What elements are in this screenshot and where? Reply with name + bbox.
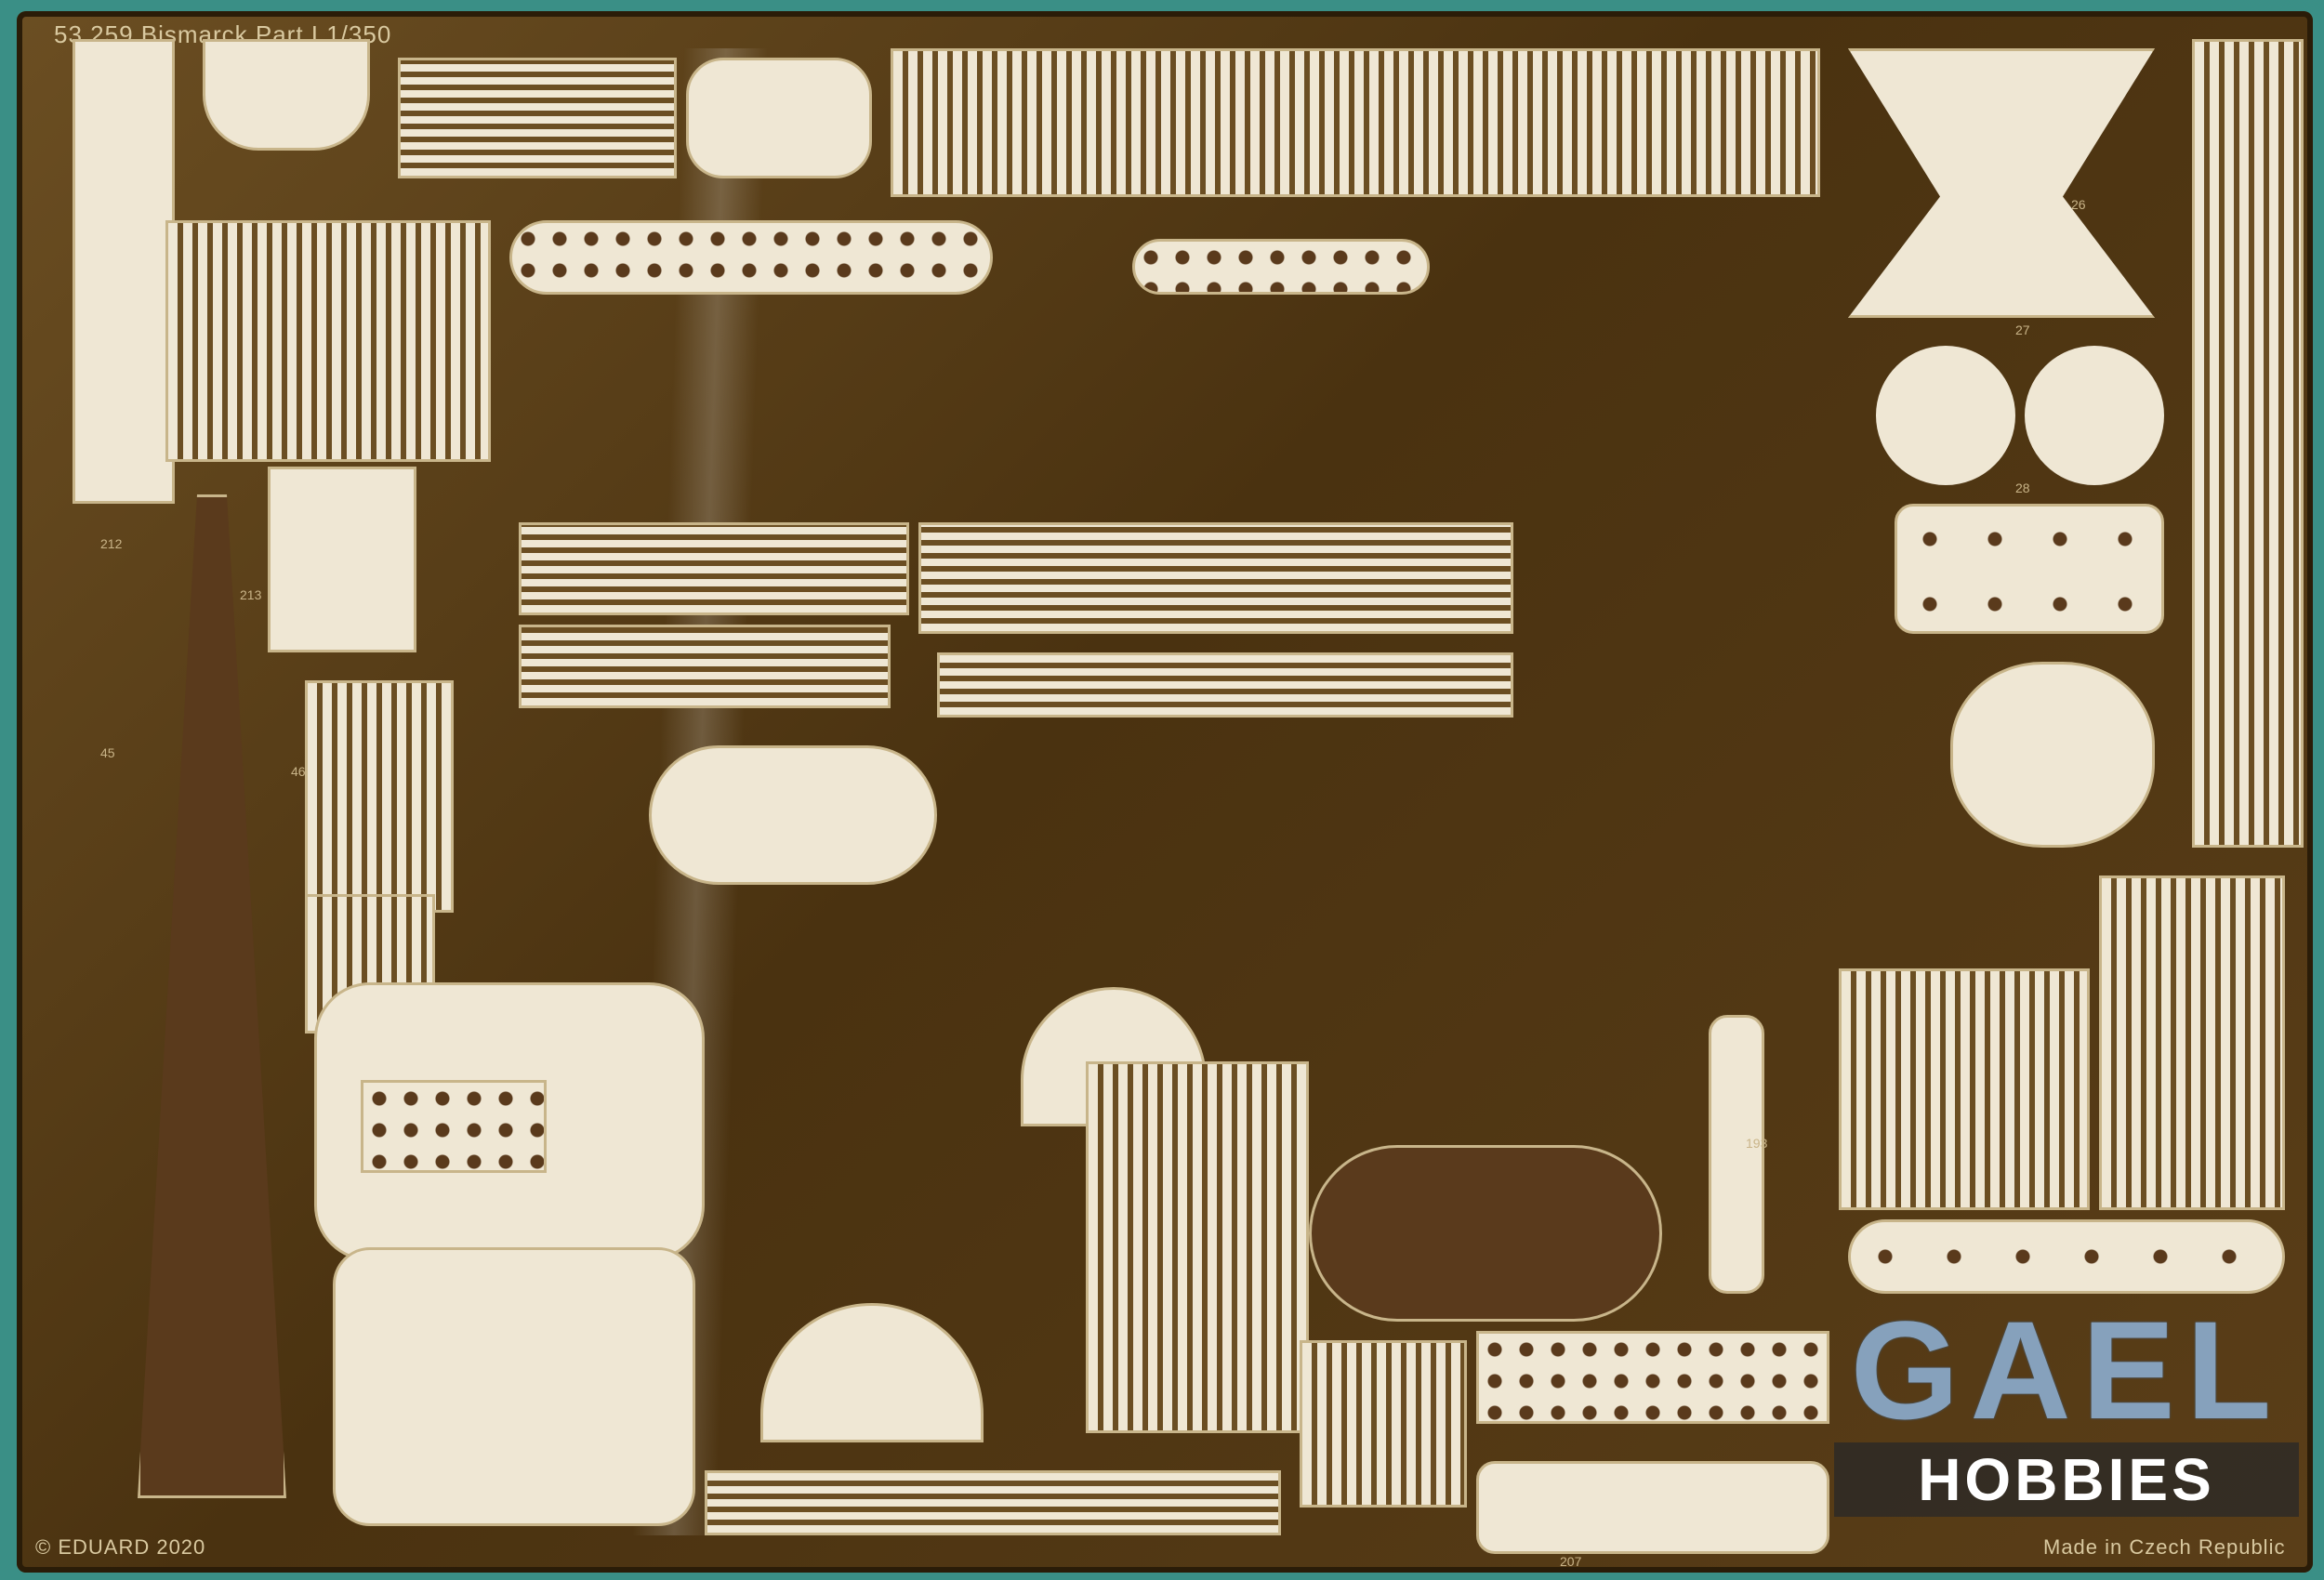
dome-part-97 bbox=[1950, 662, 2155, 848]
far-right-rail-strip bbox=[2192, 39, 2304, 848]
gael-hobbies-watermark: GAEL HOBBIES bbox=[1834, 1294, 2299, 1535]
arch-part-172 bbox=[760, 1303, 984, 1442]
right-grille-block bbox=[2099, 876, 2285, 1210]
porthole-strip-small bbox=[1132, 239, 1430, 295]
part-number-label: 193 bbox=[1746, 1136, 1768, 1151]
wheel-part bbox=[1960, 141, 2053, 234]
part-number-label: 28 bbox=[2015, 481, 2030, 495]
top-round-parts bbox=[686, 58, 872, 178]
fret-copyright: © EDUARD 2020 bbox=[35, 1535, 206, 1559]
top-grille-parts bbox=[398, 58, 677, 178]
lower-rail-strip bbox=[705, 1470, 1281, 1535]
right-grille-block-2 bbox=[1839, 968, 2090, 1210]
part-number-label: 45 bbox=[100, 745, 115, 760]
top-arch-part bbox=[203, 39, 370, 151]
disc-part-25a bbox=[1876, 346, 2015, 485]
part-number-label: 207 bbox=[1560, 1554, 1582, 1569]
grille-block-2 bbox=[268, 467, 416, 652]
fret-origin: Made in Czech Republic bbox=[2043, 1535, 2286, 1559]
part-number-label: 46 bbox=[291, 764, 306, 779]
ring-grid-26 bbox=[1895, 504, 2164, 634]
rail-set-d bbox=[937, 652, 1513, 718]
part-number-label: 26 bbox=[2071, 197, 2086, 212]
cross-wheel bbox=[598, 1094, 677, 1173]
lower-frame-part bbox=[333, 1247, 695, 1526]
disc-part-25b bbox=[2025, 346, 2164, 485]
rail-set-c bbox=[519, 625, 891, 708]
grille-block-1 bbox=[165, 220, 491, 462]
part-number-label: 27 bbox=[2015, 323, 2030, 337]
rail-set-b bbox=[918, 522, 1513, 634]
deck-part-45 bbox=[138, 494, 286, 1498]
watermark-sub-text: HOBBIES bbox=[1834, 1442, 2299, 1517]
part-number-label: 212 bbox=[100, 536, 123, 551]
ladder-block-173 bbox=[1086, 1061, 1309, 1433]
bracket-row-203 bbox=[1476, 1461, 1829, 1554]
oval-platform-2 bbox=[1309, 1145, 1662, 1322]
porthole-row-193 bbox=[1848, 1219, 2285, 1294]
cross-porthole-grid bbox=[361, 1080, 547, 1173]
grille-block-3 bbox=[305, 680, 454, 913]
oval-platform bbox=[649, 745, 937, 885]
star-disc-row-202 bbox=[1476, 1331, 1829, 1424]
mast-part-192 bbox=[1709, 1015, 1764, 1294]
porthole-strip bbox=[509, 220, 993, 295]
ladder-rail-row bbox=[891, 48, 1820, 197]
watermark-main-text: GAEL bbox=[1850, 1292, 2283, 1448]
grille-part-137 bbox=[1300, 1340, 1467, 1508]
left-frame-strip bbox=[73, 39, 175, 504]
photo-etch-fret: 53 259 Bismarck Part I 1/350 © EDUARD 20… bbox=[17, 11, 2313, 1573]
rail-set-a bbox=[519, 522, 909, 615]
part-number-label: 213 bbox=[240, 587, 262, 602]
